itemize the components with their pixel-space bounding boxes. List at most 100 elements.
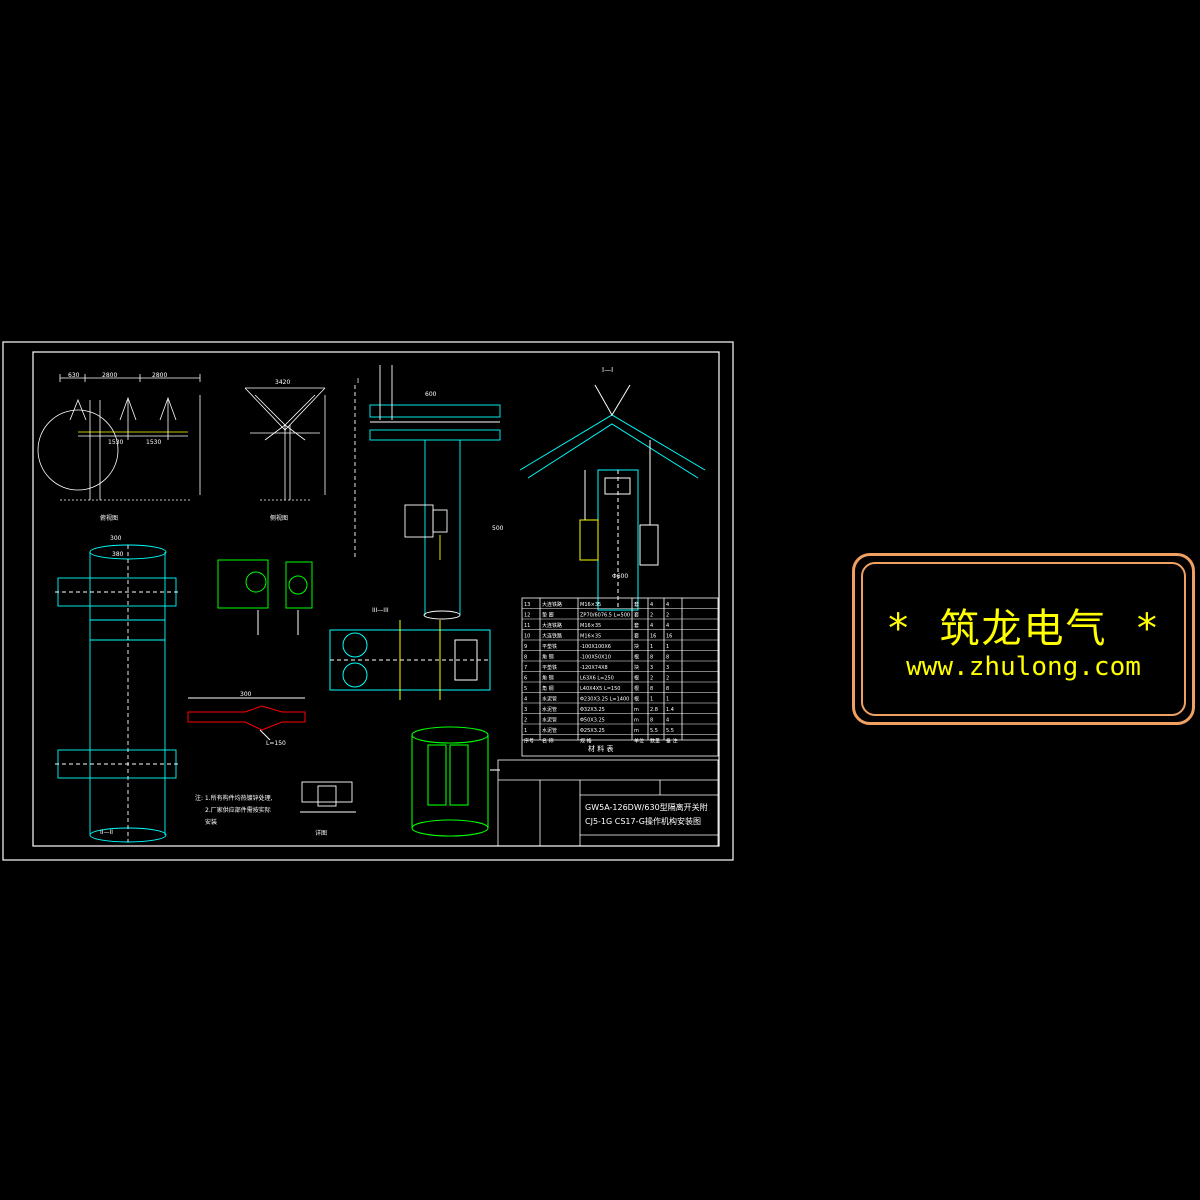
brand-title: * 筑龙电气 * bbox=[888, 606, 1159, 652]
brand-url: www.zhulong.com bbox=[906, 652, 1141, 682]
table-cell: 块 bbox=[634, 643, 639, 650]
sheet-outer-frame bbox=[2, 341, 734, 861]
section-3-view bbox=[329, 620, 491, 700]
dim-bar-length: 300 bbox=[240, 691, 252, 698]
view-label-side: 侧视图 bbox=[270, 514, 288, 522]
table-cell: 水泥管 bbox=[542, 706, 557, 713]
table-cell: 8 bbox=[666, 686, 669, 692]
table-cell: -100X50X10 bbox=[580, 655, 611, 661]
table-cell: 7 bbox=[524, 665, 527, 671]
table-cell: 8 bbox=[524, 655, 527, 661]
table-cell: 5.5 bbox=[650, 728, 658, 734]
plan-view-bottom-left bbox=[55, 544, 180, 843]
table-cell: 3 bbox=[650, 665, 653, 671]
table-cell: 13 bbox=[524, 602, 530, 608]
table-cell: 根 bbox=[634, 696, 639, 703]
drawing-title-line-2: CJ5-1G CS17-G操作机构安装图 bbox=[585, 816, 701, 826]
table-cell: 平垫铁 bbox=[542, 643, 557, 650]
table-cell: -120X74X8 bbox=[580, 665, 608, 671]
table-cell: -100X100X6 bbox=[580, 644, 611, 650]
table-cell: 2 bbox=[650, 676, 653, 682]
brand-watermark-box: * 筑龙电气 * www.zhulong.com bbox=[852, 553, 1195, 725]
table-cell: 2 bbox=[650, 613, 653, 619]
dim-phi600: Φ600 bbox=[612, 573, 628, 580]
table-cell: 16 bbox=[650, 634, 656, 640]
table-cell: 5.5 bbox=[666, 728, 674, 734]
material-table-title: 材 料 表 bbox=[588, 744, 613, 753]
material-table bbox=[521, 597, 719, 757]
table-cell: Φ50X3.25 bbox=[580, 718, 605, 724]
view-label-top: 俯视图 bbox=[100, 514, 118, 522]
table-cell: 套 bbox=[634, 612, 639, 619]
brand-inner-border bbox=[861, 562, 1186, 716]
dim-380: 380 bbox=[112, 551, 124, 558]
table-cell: 1 bbox=[524, 728, 527, 734]
drawing-title-line-1: GW5A-126DW/630型隔离开关附 bbox=[585, 802, 708, 812]
table-cell: M16×35 bbox=[580, 602, 601, 608]
table-cell: 根 bbox=[634, 654, 639, 661]
table-cell: m bbox=[634, 707, 639, 713]
table-cell: L63X6 L=250 bbox=[580, 676, 614, 682]
table-cell: 水泥管 bbox=[542, 727, 557, 734]
table-cell: 12 bbox=[524, 613, 530, 619]
table-cell: 平垫铁 bbox=[542, 664, 557, 671]
view-label-sec3: III—III bbox=[372, 607, 389, 614]
table-cell: M16×35 bbox=[580, 623, 601, 629]
section-1-view bbox=[519, 384, 706, 611]
dim-1530b: 1530 bbox=[146, 439, 161, 446]
title-block bbox=[497, 759, 719, 847]
table-cell: 1 bbox=[666, 644, 669, 650]
table-cell: Φ25X3.25 bbox=[580, 728, 605, 734]
table-cell: 2 bbox=[666, 676, 669, 682]
cylinder-detail-green bbox=[411, 726, 500, 837]
table-cell: 1 bbox=[650, 697, 653, 703]
table-cell: m bbox=[634, 728, 639, 734]
flat-bar-detail-red bbox=[187, 697, 306, 741]
table-cell: 大连铁路 bbox=[542, 601, 562, 608]
table-cell: 水泥管 bbox=[542, 696, 557, 703]
table-cell: 1.4 bbox=[666, 707, 674, 713]
table-cell: 根 bbox=[634, 675, 639, 682]
small-part-detail bbox=[300, 781, 356, 813]
front-elevation-view bbox=[37, 374, 201, 501]
dim-l150: L=150 bbox=[266, 740, 286, 747]
table-cell: 块 bbox=[634, 664, 639, 671]
table-cell: 大连铁路 bbox=[542, 622, 562, 629]
table-cell: 套 bbox=[634, 622, 639, 629]
dim-600: 600 bbox=[425, 391, 437, 398]
section-mark-1: I bbox=[357, 377, 359, 385]
table-cell: 16 bbox=[666, 634, 672, 640]
dim-1530a: 1530 bbox=[108, 439, 123, 446]
sheet-inner-frame bbox=[32, 351, 720, 847]
dim-2800b: 2800 bbox=[152, 372, 167, 379]
dim-2800a: 2800 bbox=[102, 372, 117, 379]
table-cell: 角 钢 bbox=[542, 675, 554, 682]
table-header-cell: 名 称 bbox=[542, 738, 554, 745]
table-header-cell: 单位 bbox=[634, 738, 644, 745]
table-cell: M16×35 bbox=[580, 634, 601, 640]
view-label-detail: 详图 bbox=[315, 829, 327, 837]
table-cell: 1 bbox=[650, 644, 653, 650]
table-cell: 8 bbox=[650, 655, 653, 661]
view-label-sec2: II—II bbox=[100, 829, 113, 836]
note-line-3: 安装 bbox=[205, 818, 217, 826]
table-cell: 4 bbox=[650, 623, 653, 629]
table-cell: 套 bbox=[634, 601, 639, 608]
table-cell: 2 bbox=[666, 613, 669, 619]
table-cell: 垫 圈 bbox=[542, 612, 554, 619]
table-header-cell: 序号 bbox=[524, 738, 534, 745]
center-pole-detail bbox=[354, 365, 501, 620]
dim-3420: 3420 bbox=[275, 379, 290, 386]
mechanism-detail-green bbox=[217, 559, 313, 635]
table-cell: 2.8 bbox=[650, 707, 658, 713]
table-cell: Φ32X3.25 bbox=[580, 707, 605, 713]
table-cell: 4 bbox=[666, 623, 669, 629]
table-cell: m bbox=[634, 718, 639, 724]
table-header-cell: 备 注 bbox=[666, 738, 678, 745]
table-cell: 水泥管 bbox=[542, 717, 557, 724]
table-cell: 4 bbox=[650, 602, 653, 608]
table-cell: 角 钢 bbox=[542, 654, 554, 661]
side-view bbox=[244, 387, 326, 501]
